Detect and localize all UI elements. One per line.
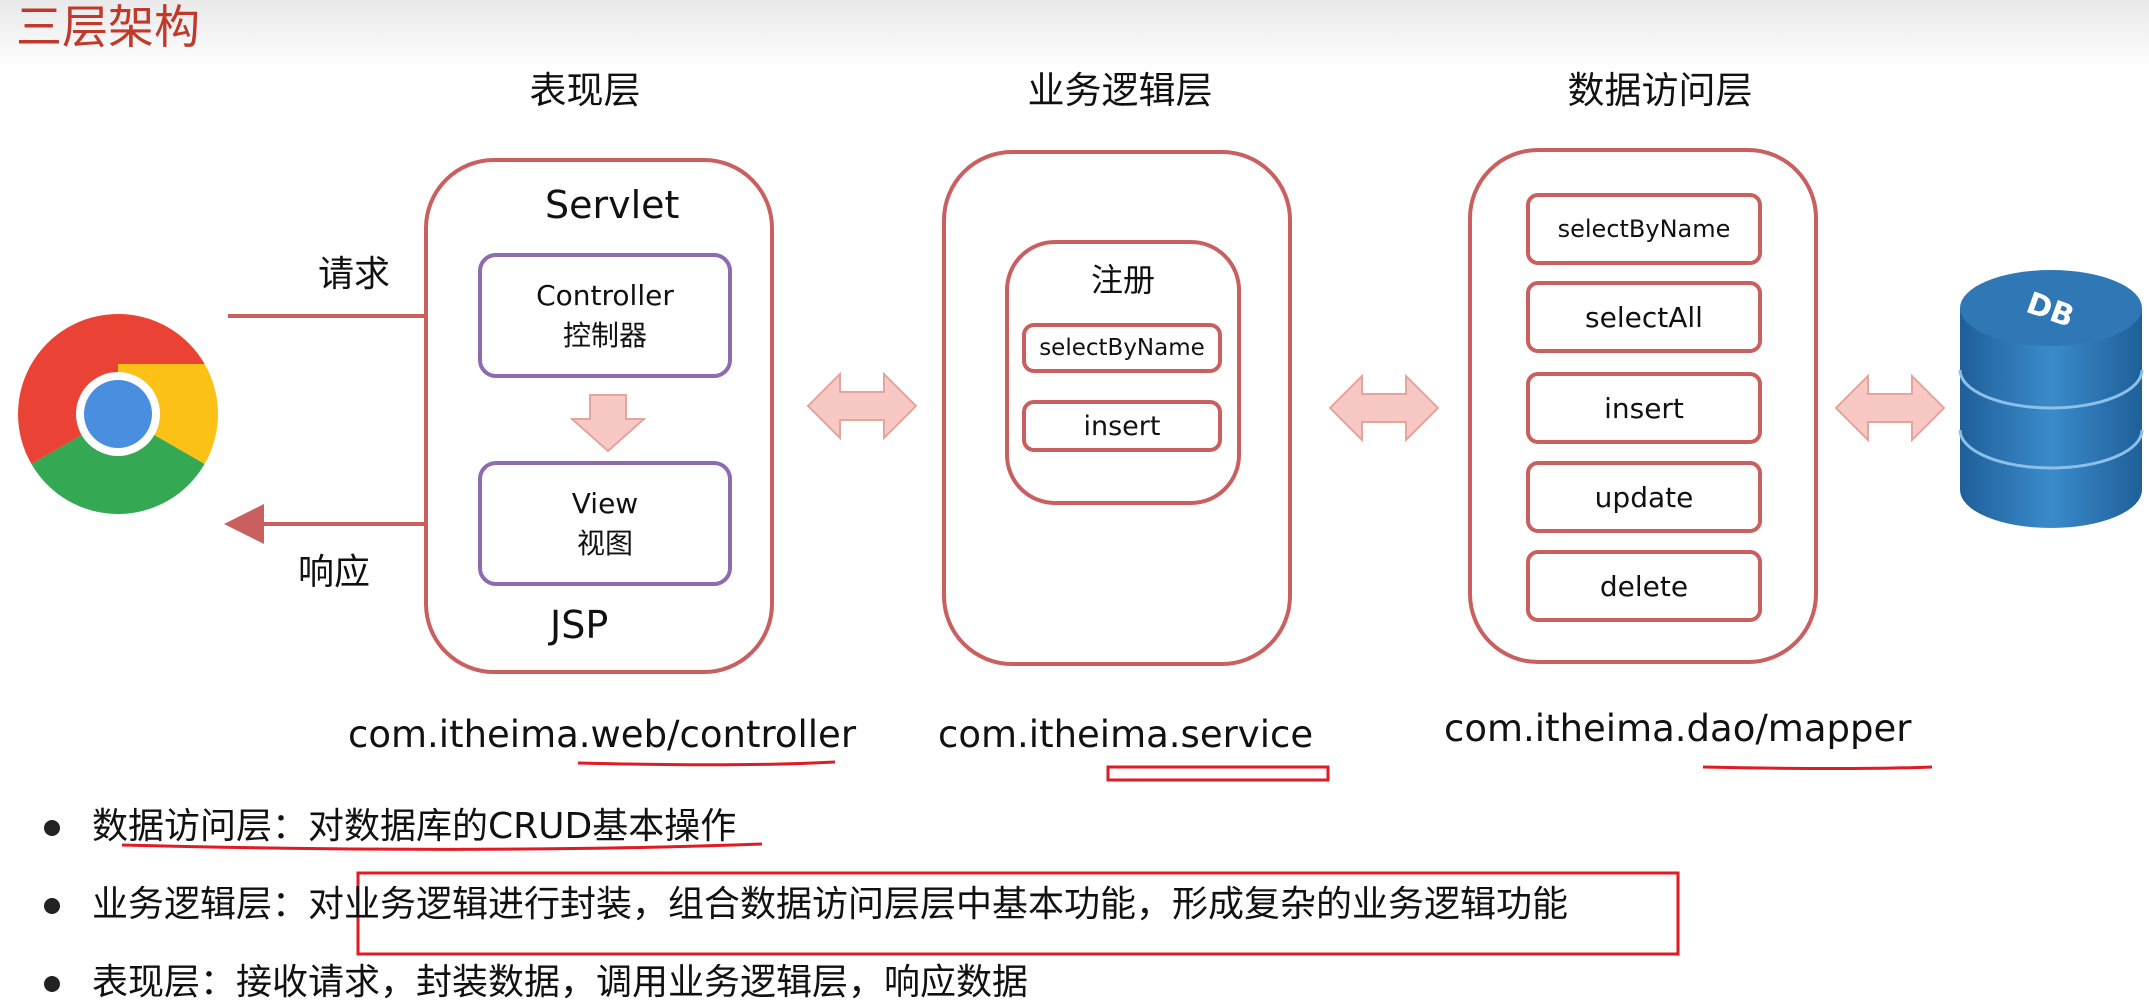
bullet-dot xyxy=(44,820,60,836)
presentation-layer-title: 表现层 xyxy=(529,69,641,112)
bullet-text: 业务逻辑层：对业务逻辑进行封装，组合数据访问层层中基本功能，形成复杂的业务逻辑功… xyxy=(92,884,1569,925)
bullet-dot xyxy=(44,898,60,914)
double-arrow-icon-2 xyxy=(1328,374,1440,442)
data-item: selectAll xyxy=(1526,281,1762,353)
business-item: selectByName xyxy=(1022,323,1222,373)
page-title: 三层架构 xyxy=(16,0,200,54)
business-item: insert xyxy=(1022,400,1222,452)
data-package: com.itheima.dao/mapper xyxy=(1444,707,1912,750)
controller-box: Controller 控制器 xyxy=(478,253,732,378)
bullet-text: 表现层：接收请求，封装数据，调用业务逻辑层，响应数据 xyxy=(92,962,1029,1003)
data-item: selectByName xyxy=(1526,193,1762,265)
request-label: 请求 xyxy=(318,254,391,295)
presentation-package: com.itheima.web/controller xyxy=(348,713,857,756)
view-cn-label: 视图 xyxy=(576,526,633,560)
data-item: insert xyxy=(1526,372,1762,444)
jsp-label: JSP xyxy=(550,603,609,647)
double-arrow-icon-3 xyxy=(1834,374,1946,442)
business-layer-title: 业务逻辑层 xyxy=(1027,69,1213,112)
highlight-bullet-2 xyxy=(356,871,1680,956)
underline-web-controller xyxy=(577,760,836,767)
view-label: View xyxy=(571,486,639,520)
response-label: 响应 xyxy=(298,552,371,593)
down-arrow-icon xyxy=(570,394,646,453)
business-package: com.itheima.service xyxy=(938,713,1314,756)
bullet-text: 数据访问层：对数据库的CRUD基本操作 xyxy=(92,806,737,847)
data-layer-title: 数据访问层 xyxy=(1567,69,1753,112)
double-arrow-icon-1 xyxy=(806,372,918,440)
data-item-label: update xyxy=(1594,480,1694,514)
underline-bullet-1 xyxy=(121,842,763,851)
view-box: View 视图 xyxy=(478,461,732,586)
header-band xyxy=(0,0,2149,70)
chrome-browser-icon xyxy=(18,314,218,514)
database-icon: DB xyxy=(1958,270,2144,528)
data-item: delete xyxy=(1526,550,1762,622)
underline-dao-mapper xyxy=(1702,765,1933,770)
data-item-label: selectByName xyxy=(1557,215,1731,243)
business-item-label: selectByName xyxy=(1039,335,1205,361)
data-item: update xyxy=(1526,461,1762,533)
controller-label: Controller xyxy=(536,278,674,312)
bullet-dot xyxy=(44,976,60,992)
highlight-service xyxy=(1106,765,1330,782)
controller-cn-label: 控制器 xyxy=(562,318,647,352)
data-item-label: insert xyxy=(1604,391,1684,425)
register-label: 注册 xyxy=(1090,261,1155,299)
data-item-label: delete xyxy=(1599,569,1689,603)
servlet-label: Servlet xyxy=(545,183,680,227)
business-item-label: insert xyxy=(1083,410,1161,442)
data-item-label: selectAll xyxy=(1585,300,1703,334)
